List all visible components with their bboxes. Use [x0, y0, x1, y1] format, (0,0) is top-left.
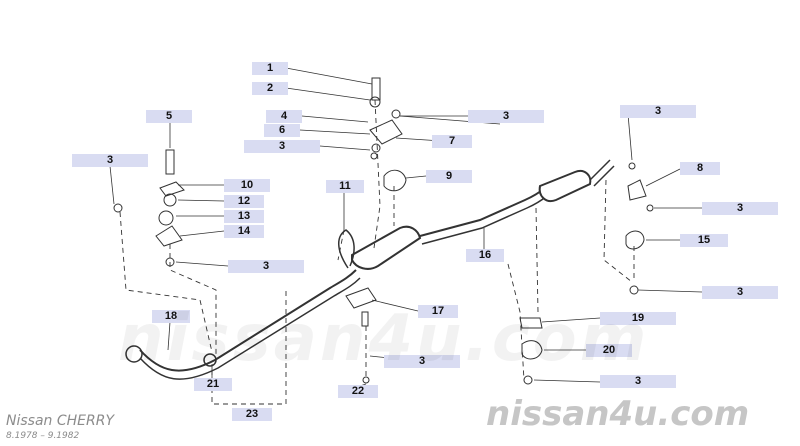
callout-2: 2	[252, 82, 288, 95]
front-exhaust-pipe	[139, 269, 357, 372]
callout-15: 15	[680, 234, 728, 247]
callout-20: 20	[586, 344, 632, 357]
callout-3: 3	[72, 154, 148, 167]
callout-11: 11	[326, 180, 364, 193]
callout-17: 17	[418, 305, 458, 318]
callout-3: 3	[384, 355, 460, 368]
callout-10: 10	[224, 179, 270, 192]
callout-5: 5	[146, 110, 192, 123]
callout-22: 22	[338, 385, 378, 398]
callout-8: 8	[680, 162, 720, 175]
callout-9: 9	[426, 170, 472, 183]
callout-3: 3	[620, 105, 696, 118]
callout-6: 6	[264, 124, 300, 137]
callout-12: 12	[224, 195, 264, 208]
center-pipe	[419, 187, 546, 237]
tail-pipe	[589, 159, 615, 187]
watermark-center: nissan4u.com	[118, 302, 650, 376]
callout-13: 13	[224, 210, 264, 223]
callout-1: 1	[252, 62, 288, 75]
callout-7: 7	[432, 135, 472, 148]
watermark-bottom: nissan4u.com	[486, 394, 750, 434]
callout-14: 14	[224, 225, 264, 238]
callout-3: 3	[468, 110, 544, 123]
callout-4: 4	[266, 110, 302, 123]
callout-19: 19	[600, 312, 676, 325]
callout-16: 16	[466, 249, 504, 262]
callout-23: 23	[232, 408, 272, 421]
front-muffler	[351, 225, 422, 270]
callout-3: 3	[702, 286, 778, 299]
main-muffler	[538, 170, 592, 202]
callout-3: 3	[702, 202, 778, 215]
model-dates: 8.1978 – 9.1982	[6, 431, 80, 441]
model-title: Nissan CHERRY	[6, 413, 115, 429]
callout-18: 18	[152, 310, 190, 323]
callout-3: 3	[600, 375, 676, 388]
callout-21: 21	[194, 378, 232, 391]
callout-3: 3	[244, 140, 320, 153]
callout-3: 3	[228, 260, 304, 273]
